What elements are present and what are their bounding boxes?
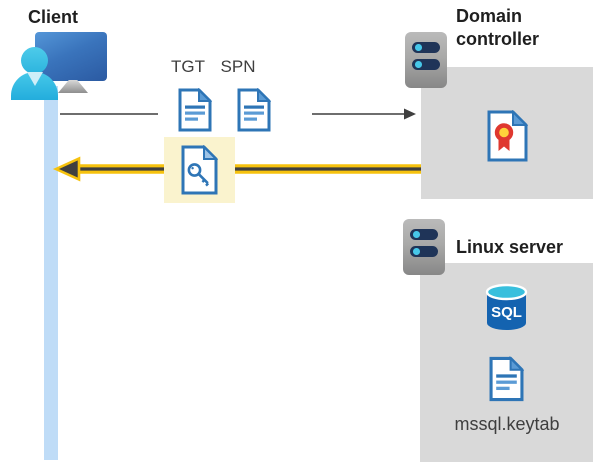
request-arrow — [60, 108, 416, 120]
server-slot — [412, 59, 440, 70]
sql-database-icon: SQL — [485, 283, 528, 330]
key-ticket-document-icon — [181, 145, 218, 195]
keytab-filename-label: mssql.keytab — [454, 414, 560, 434]
response-arrow — [52, 156, 421, 182]
server-led — [413, 248, 420, 255]
spn-label: SPN — [220, 57, 256, 76]
keytab-document-icon — [489, 356, 524, 402]
sql-badge-label: SQL — [491, 304, 522, 321]
client-user-icon — [21, 47, 48, 74]
tgt-document-icon — [178, 88, 212, 132]
linux-server-icon — [403, 219, 445, 275]
client-label: Client — [28, 7, 79, 27]
server-led — [413, 231, 420, 238]
server-led — [415, 61, 422, 68]
tgt-label: TGT — [171, 57, 205, 76]
server-led — [415, 44, 422, 51]
domain-controller-label: Domain controller — [456, 6, 540, 49]
client-timeline-bar — [44, 86, 58, 460]
server-slot — [410, 229, 438, 240]
domain-controller-server-icon — [405, 32, 447, 88]
linux-server-label: Linux server — [456, 237, 564, 257]
certificate-icon — [487, 110, 528, 162]
spn-document-icon — [237, 88, 271, 132]
server-slot — [412, 42, 440, 53]
client-monitor-stand — [58, 80, 88, 93]
server-slot — [410, 246, 438, 257]
